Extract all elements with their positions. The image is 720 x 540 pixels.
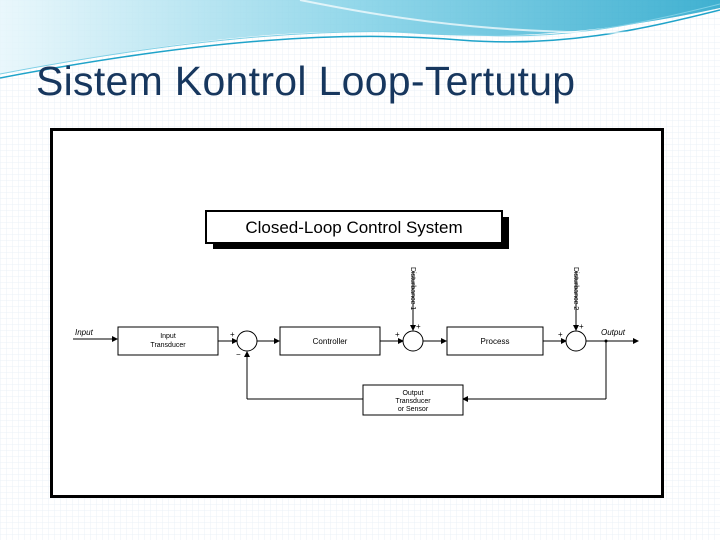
decorative-wave-header [0,0,720,79]
diagram-heading: Closed-Loop Control System [245,218,462,237]
slide-title: Sistem Kontrol Loop-Tertutup [36,58,576,104]
summing-junction-1 [236,330,258,352]
sum3-plus-left: + [558,330,563,339]
block-diagram: Closed-Loop Control System Input Input T… [73,210,639,416]
output-label: Output [601,328,626,337]
output-transducer-line2: Transducer [395,398,431,405]
sum2-plus-left: + [395,330,400,339]
output-transducer-block [362,384,464,416]
input-transducer-block [117,326,219,356]
input-label: Input [75,328,94,337]
sum2-plus-top: + [416,322,421,331]
sum3-plus-top: + [579,322,584,331]
process-block [446,326,544,356]
summing-junction-3 [565,330,587,352]
output-transducer-line3: or Sensor [398,406,429,413]
sum1-minus: − [236,350,241,359]
summing-junction-2 [402,330,424,352]
heading-box [205,210,503,244]
input-transducer-line1: Input [160,333,176,340]
controller-block [279,326,381,356]
controller-label: Controller [313,337,348,346]
output-transducer-line1: Output [402,390,423,397]
process-label: Process [481,337,510,346]
input-transducer-line2: Transducer [150,342,186,349]
sum1-plus: + [230,330,235,339]
diagram-frame: Closed-Loop Control System Input Input T… [50,128,664,498]
